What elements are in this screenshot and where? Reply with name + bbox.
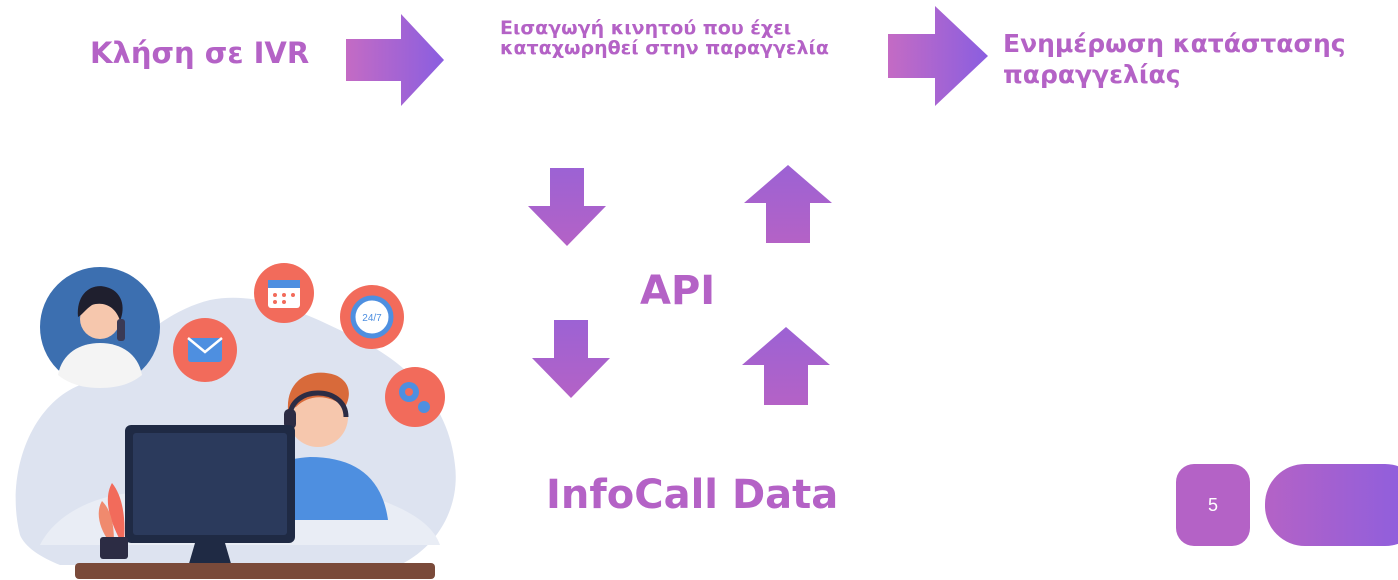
- arrow-down-1: [528, 168, 606, 246]
- arrow-right-2: [888, 6, 988, 106]
- desk: [75, 563, 435, 579]
- plant: [98, 483, 128, 559]
- svg-text:24/7: 24/7: [362, 313, 382, 324]
- avatar-woman: [40, 267, 160, 388]
- page-number: 5: [1176, 464, 1250, 546]
- step-update-status: Ενημέρωση κατάστασης παραγγελίας: [1003, 29, 1346, 89]
- arrow-up-2: [742, 327, 830, 405]
- call-center-illustration: 24/7: [15, 263, 456, 579]
- step-call-ivr: Κλήση σε IVR: [90, 36, 310, 70]
- decorative-tab: [1265, 464, 1398, 546]
- api-label: API: [640, 268, 716, 314]
- step-enter-mobile: Εισαγωγή κινητού που έχει καταχωρηθεί στ…: [500, 17, 829, 59]
- mail-icon: [173, 318, 237, 382]
- arrow-right-1: [346, 14, 444, 106]
- arrow-up-1: [744, 165, 832, 243]
- infocall-data-label: InfoCall Data: [546, 472, 839, 518]
- monitor: [125, 425, 295, 567]
- clock-24-7-icon: 24/7: [340, 285, 404, 349]
- gear-icon: [385, 367, 445, 427]
- arrow-down-2: [532, 320, 610, 398]
- calendar-icon: [254, 263, 314, 323]
